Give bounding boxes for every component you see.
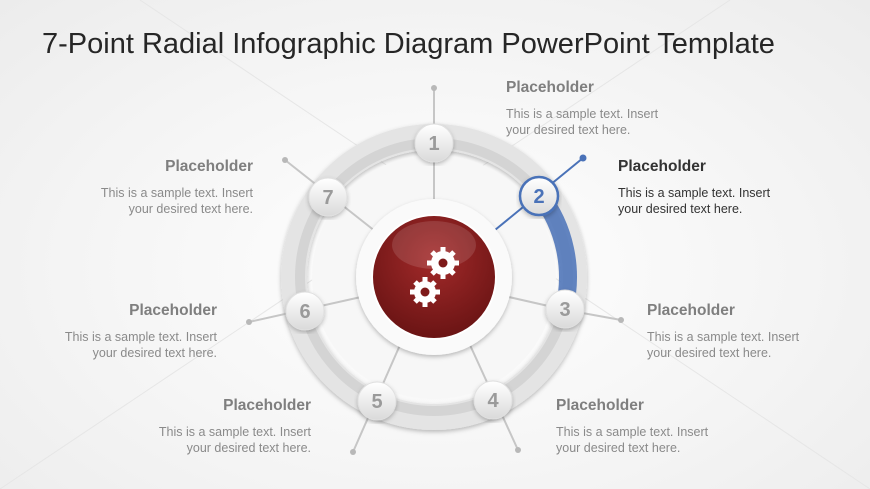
point-desc: your desired text here. [128,202,253,216]
point-title: Placeholder [647,302,735,319]
point-desc: your desired text here. [618,202,743,216]
point-desc: This is a sample text. Insert [556,425,709,439]
point-title: Placeholder [129,302,217,319]
point-desc: This is a sample text. Insert [64,330,217,344]
point-2-text: Placeholder This is a sample text. Inser… [618,159,818,217]
badge-number: 6 [299,301,310,323]
badge-number: 7 [322,187,333,209]
point-desc: This is a sample text. Insert [506,107,659,121]
badge-1: 1 [414,123,454,163]
point-title: Placeholder [223,397,311,414]
badge-7: 7 [308,177,348,217]
point-desc: This is a sample text. Insert [647,330,800,344]
center-button [371,214,497,340]
badge-number: 3 [559,299,570,321]
point-desc: your desired text here. [92,346,217,360]
point-desc: your desired text here. [186,441,311,455]
point-desc: This is a sample text. Insert [158,425,311,439]
badge-number: 5 [371,391,382,413]
gears-icon [410,247,459,307]
badge-number: 4 [487,390,499,412]
badge-6: 6 [285,291,325,331]
point-6-text: Placeholder This is a sample text. Inser… [17,303,217,361]
point-7-text: Placeholder This is a sample text. Inser… [53,159,253,217]
point-desc: your desired text here. [647,346,772,360]
point-desc: This is a sample text. Insert [100,186,253,200]
badge-2: 2 [518,175,560,217]
page-title: 7-Point Radial Infographic Diagram Power… [42,28,775,60]
point-1-text: Placeholder This is a sample text. Inser… [506,80,706,138]
point-desc: your desired text here. [506,123,631,137]
point-3-text: Placeholder This is a sample text. Inser… [647,303,847,361]
point-title: Placeholder [556,397,644,414]
badge-4: 4 [473,380,513,420]
point-desc: This is a sample text. Insert [618,186,771,200]
point-title: Placeholder [618,158,706,175]
point-title: Placeholder [506,79,594,96]
point-4-text: Placeholder This is a sample text. Inser… [556,398,756,456]
badge-number: 2 [533,186,544,208]
point-desc: your desired text here. [556,441,681,455]
badge-5: 5 [357,381,397,421]
point-5-text: Placeholder This is a sample text. Inser… [111,398,311,456]
badge-3: 3 [545,289,585,329]
point-title: Placeholder [165,158,253,175]
badge-number: 1 [428,133,439,155]
